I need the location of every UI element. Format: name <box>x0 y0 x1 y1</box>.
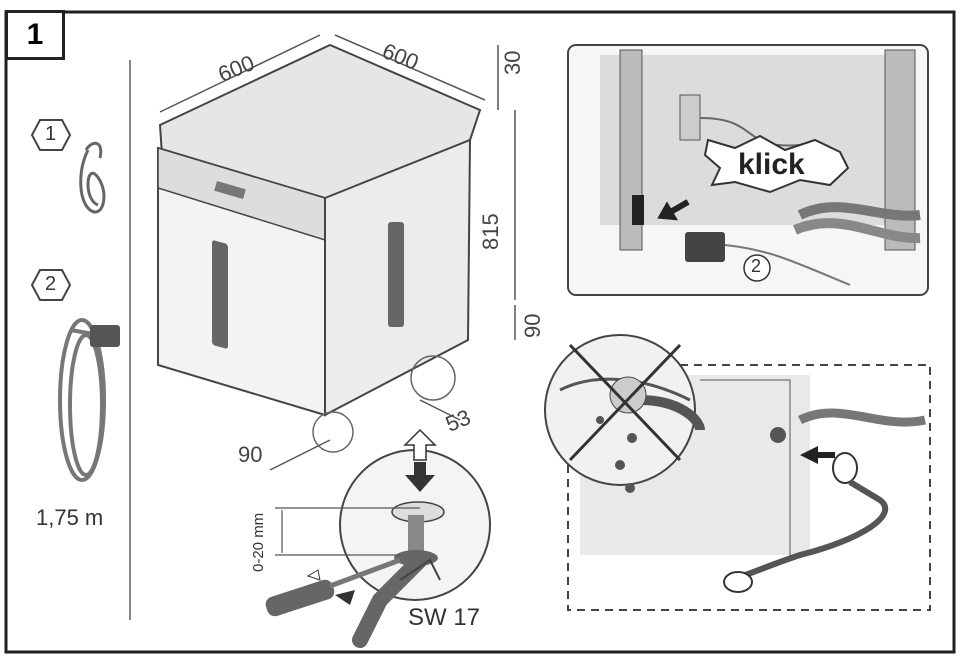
part1-marker: 1 <box>30 118 72 152</box>
clip-part <box>79 141 106 214</box>
plinth-right-label: 90 <box>520 313 545 338</box>
plinth-left-label: 90 <box>238 442 263 467</box>
part1-marker-label: 1 <box>45 123 57 145</box>
wrench-size-label: SW 17 <box>408 604 481 631</box>
height-dimension-label: 815 <box>478 213 503 250</box>
power-cable-coil <box>58 318 106 482</box>
hexagon-marker-icon <box>30 119 72 151</box>
detail-marker-label: 2 <box>751 256 762 276</box>
foot-range-label: 0-20 mm <box>250 512 267 572</box>
step-number-box: 1 <box>5 10 65 60</box>
hexagon-marker-icon <box>30 269 72 301</box>
part2-marker-label: 2 <box>45 273 57 295</box>
cable-length-label: 1,75 m <box>36 505 104 530</box>
top-thickness-label: 30 <box>500 50 525 75</box>
part2-marker: 2 <box>30 268 72 302</box>
click-word-label: klick <box>738 148 805 181</box>
